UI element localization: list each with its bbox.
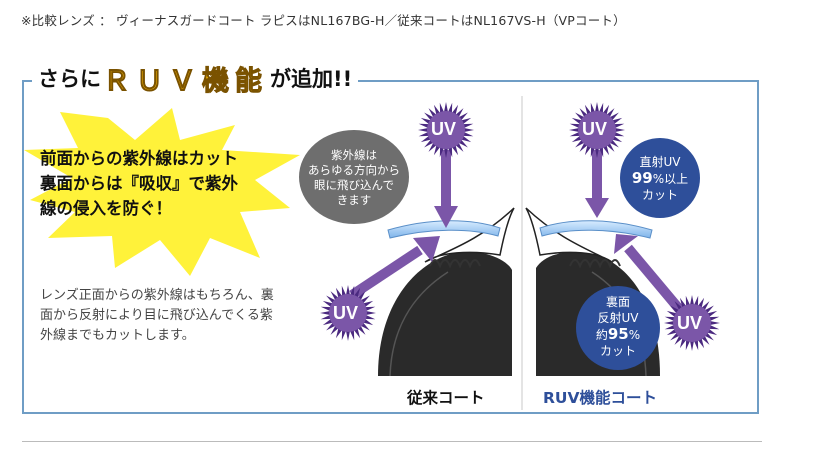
bubble-line: 紫外線は (299, 148, 409, 163)
feature-description: レンズ正面からの紫外線はもちろん、裏面から反射により目に飛び込んでくる紫外線まで… (40, 286, 280, 346)
left-caption: 従来コート (407, 386, 485, 408)
uv-label: UV (431, 119, 456, 140)
bubble-line: きます (299, 193, 409, 208)
bottom-divider (22, 441, 762, 442)
uv-label: UV (333, 303, 358, 324)
right-caption: RUV機能コート (543, 386, 657, 408)
left-bubble-text: 紫外線は あらゆる方向から 眼に飛び込んで きます (299, 148, 409, 208)
heading-suffix: が追加!! (270, 63, 352, 93)
section-heading: さらに ＲＵＶ機能 が追加!! (32, 56, 358, 100)
front-bubble-line1: 直射UV (620, 154, 700, 170)
uv-label: UV (582, 119, 607, 140)
back-bubble-line2: 反射UV (578, 310, 658, 326)
burst-line: 前面からの紫外線はカット (40, 146, 290, 171)
heading-prefix: さらに (38, 63, 101, 93)
front-bubble-line2: 99%以上 (620, 170, 700, 187)
heading-highlight: ＲＵＶ機能 (103, 59, 268, 98)
back-bubble-line1: 裏面 (578, 294, 658, 310)
front-bubble-number: 99 (632, 169, 653, 187)
bubble-line: あらゆる方向から (299, 163, 409, 178)
front-bubble-line3: カット (620, 187, 700, 203)
back-bubble-prefix: 約 (596, 328, 608, 342)
back-bubble-line3: 約95% (578, 326, 658, 343)
burst-headline: 前面からの紫外線はカット 裏面からは『吸収』で紫外 線の侵入を防ぐ！ (40, 146, 290, 221)
back-bubble-text: 裏面 反射UV 約95% カット (578, 294, 658, 359)
front-bubble-text: 直射UV 99%以上 カット (620, 154, 700, 203)
back-bubble-number: 95 (608, 325, 629, 343)
bubble-line: 眼に飛び込んで (299, 178, 409, 193)
back-bubble-unit: % (629, 328, 640, 342)
front-bubble-unit: %以上 (653, 172, 688, 186)
back-bubble-line4: カット (578, 343, 658, 359)
uv-label: UV (677, 313, 702, 334)
burst-line: 線の侵入を防ぐ！ (40, 196, 290, 221)
burst-line: 裏面からは『吸収』で紫外 (40, 171, 290, 196)
